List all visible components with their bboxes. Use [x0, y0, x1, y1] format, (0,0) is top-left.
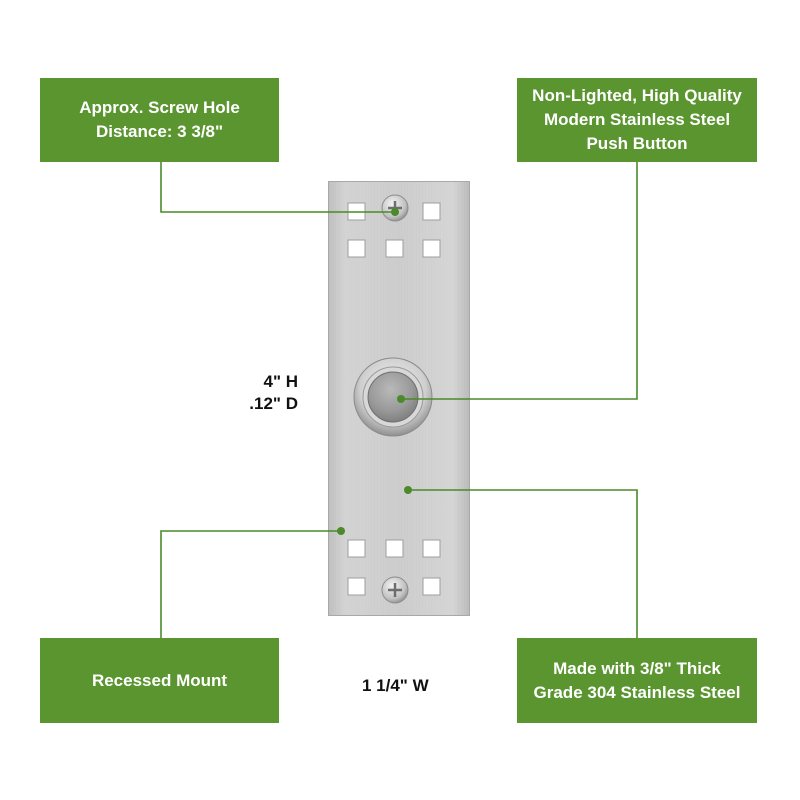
callout-line: Modern Stainless Steel	[543, 110, 731, 129]
callout-line: Push Button	[586, 134, 688, 153]
callout-stainless-steel: Made with 3/8" Thick Grade 304 Stainless…	[517, 638, 757, 723]
callout-line: Distance: 3 3/8"	[95, 122, 224, 141]
leader-push-button	[401, 162, 638, 400]
callout-line: Made with 3/8" Thick	[553, 658, 721, 678]
push-button-icon	[353, 357, 433, 437]
callout-line: Recessed Mount	[91, 670, 228, 690]
dimension-height-depth: 4" H .12" D	[249, 371, 298, 415]
bottom-screw-icon	[381, 576, 409, 604]
leader-stainless-steel	[408, 489, 638, 638]
dimension-height: 4" H	[263, 372, 298, 391]
callout-line: Grade 304 Stainless Steel	[533, 682, 741, 702]
leader-lines	[160, 162, 638, 638]
callout-screw-hole-distance: Approx. Screw Hole Distance: 3 3/8"	[40, 78, 279, 162]
bottom-square-cutouts	[347, 539, 441, 596]
top-square-cutouts	[347, 202, 441, 258]
callout-recessed-mount: Recessed Mount	[40, 638, 279, 723]
dimension-depth: .12" D	[249, 394, 298, 413]
leader-recessed-mount	[160, 530, 340, 638]
dimension-width: 1 1/4" W	[362, 676, 429, 695]
leader-screw-hole	[160, 162, 395, 213]
callout-push-button: Non-Lighted, High Quality Modern Stainle…	[517, 78, 757, 162]
callout-line: Approx. Screw Hole	[79, 98, 240, 117]
callout-line: Non-Lighted, High Quality	[532, 86, 742, 105]
leader-dots	[337, 208, 412, 535]
